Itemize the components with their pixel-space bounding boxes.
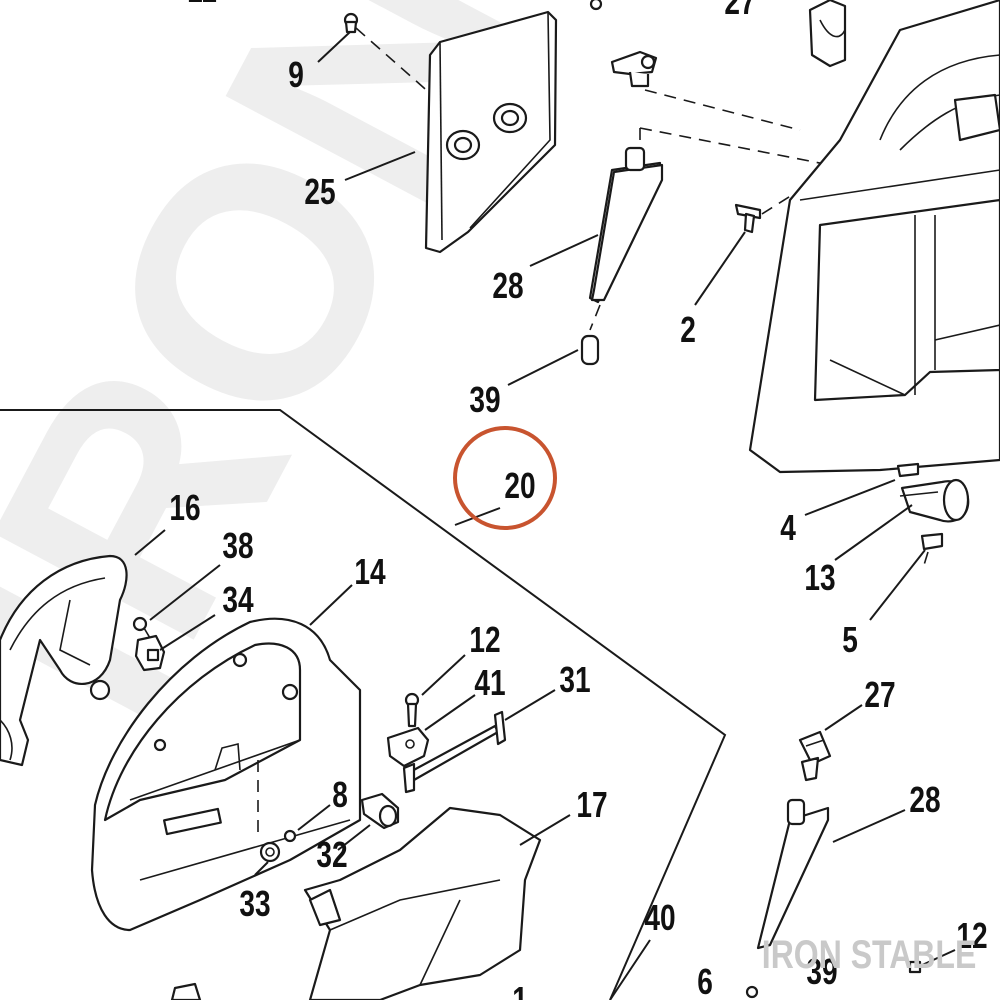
part-latch-27-top: [589, 0, 801, 131]
callout-13: 13: [804, 558, 835, 598]
part-main-housing: [748, 0, 1000, 474]
callout-4: 4: [780, 508, 796, 548]
part-knob-32: [360, 792, 400, 830]
callout-16: 16: [169, 488, 200, 528]
part-screw-2: [734, 189, 801, 234]
callout-14: 14: [354, 552, 385, 592]
callout-12-mid: 12: [469, 620, 500, 660]
part-screw-9: [343, 12, 433, 96]
part-nut-34: [134, 634, 166, 672]
leader-lines: [134, 31, 956, 1000]
callout-28-top: 28: [492, 266, 523, 306]
part-screw-bottom-left: [170, 982, 202, 1000]
callout-27-bottom: 27: [864, 675, 895, 715]
part-screw-12-bottom: [908, 960, 922, 974]
callout-33: 33: [239, 884, 270, 924]
callout-27-top: 27: [724, 0, 755, 22]
part-shield-17: [303, 806, 542, 1000]
callout-6: 6: [697, 962, 713, 1000]
callout-32: 32: [316, 835, 347, 875]
part-filter-28-top: [588, 127, 846, 331]
callout-9: 9: [288, 55, 304, 95]
part-handle-16: [0, 554, 128, 767]
part-bushing-5: [920, 532, 944, 566]
callout-28-bottom: 28: [909, 780, 940, 820]
frame-outline: [0, 409, 727, 1000]
callout-2: 2: [680, 310, 696, 350]
part-latch-27-bottom: [798, 730, 832, 782]
part-plug-39-top: [580, 334, 600, 366]
part-clamp-13: [899, 478, 970, 523]
part-washer-8: [283, 829, 297, 843]
callout-25: 25: [304, 172, 335, 212]
callout-1: 1: [512, 980, 528, 1000]
callout-39-top: 39: [469, 380, 500, 420]
highlight-circle: [453, 426, 557, 530]
part-screw-12-mid: [404, 692, 420, 728]
part-pin-39-bottom: [745, 985, 759, 999]
callout-11: 11: [187, 0, 217, 10]
part-rod-31: [402, 710, 507, 794]
assembly-frame: [0, 409, 727, 1000]
part-cover-14: [90, 617, 362, 932]
brand-watermark: IRON STABLE: [762, 932, 976, 977]
callout-20: 20: [504, 466, 535, 506]
part-filter-28-bottom: [756, 798, 830, 950]
callout-17: 17: [576, 785, 607, 825]
callout-8: 8: [332, 775, 348, 815]
callout-12-bottom: 12: [956, 916, 987, 956]
part-gear-33: [257, 760, 281, 863]
callout-39-bottom: 39: [806, 952, 837, 992]
callout-numbers: 11 9 27 25 28 2 39 20 4 13 5 16 38 34 14…: [169, 0, 987, 1000]
callout-41: 41: [474, 663, 505, 703]
part-bracket-41: [386, 726, 430, 768]
callout-31: 31: [559, 660, 590, 700]
callout-38: 38: [222, 526, 253, 566]
part-spacer-4: [896, 462, 920, 478]
callout-5: 5: [842, 620, 858, 660]
part-cover-plate-25: [424, 10, 558, 254]
part-screw-38: [132, 616, 151, 639]
callout-34: 34: [222, 580, 253, 620]
callout-40: 40: [644, 898, 675, 938]
